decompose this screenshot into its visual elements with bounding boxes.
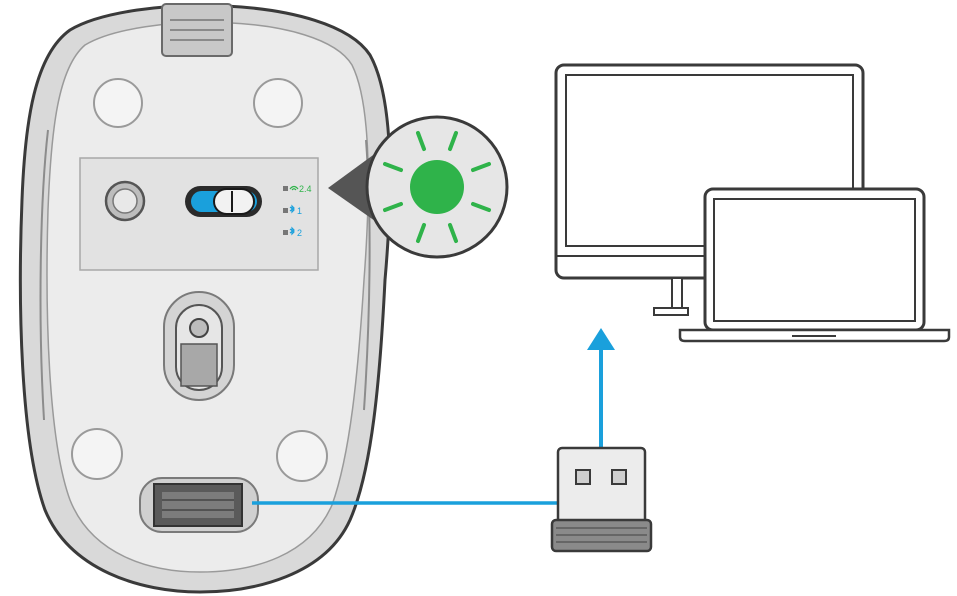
up-arrow-icon <box>587 328 615 350</box>
receiver-storage-slot <box>139 477 259 533</box>
mode-label-bt1: 1 <box>283 204 302 216</box>
led-green-indicator <box>410 160 464 214</box>
mode-switch[interactable] <box>185 186 262 217</box>
mode-label-text: 2.4 <box>299 184 312 194</box>
mode-label-bt2: 2 <box>283 226 302 238</box>
laptop-screen <box>713 198 916 322</box>
usb-port-slot <box>611 469 627 485</box>
mode-label-2-4g: 2.4 <box>283 184 312 194</box>
mouse-foot <box>71 428 123 480</box>
mode-label-list: 2.4 1 2 <box>283 184 312 238</box>
usb-receiver-dongle <box>550 446 653 553</box>
wifi-2.4g-icon <box>289 185 299 191</box>
connection-path <box>252 328 615 505</box>
optical-sensor <box>163 291 235 401</box>
bluetooth-icon <box>289 226 295 236</box>
mode-label-text: 1 <box>297 206 302 216</box>
monitor-stand-neck <box>671 277 683 311</box>
laptop <box>678 187 951 343</box>
led-glow-rays <box>383 131 491 243</box>
monitor-stand-base <box>653 307 689 316</box>
usb-port-slot <box>575 469 591 485</box>
mouse-bottom-view: 2.4 1 2 <box>18 3 392 594</box>
connect-button[interactable] <box>104 180 146 222</box>
mouse-foot <box>253 78 303 128</box>
mouse-foot <box>93 78 143 128</box>
mouse-foot <box>276 430 328 482</box>
led-indicator-callout <box>328 115 509 259</box>
mode-label-text: 2 <box>297 228 302 238</box>
battery-latch <box>161 3 233 57</box>
bluetooth-icon <box>289 204 295 214</box>
